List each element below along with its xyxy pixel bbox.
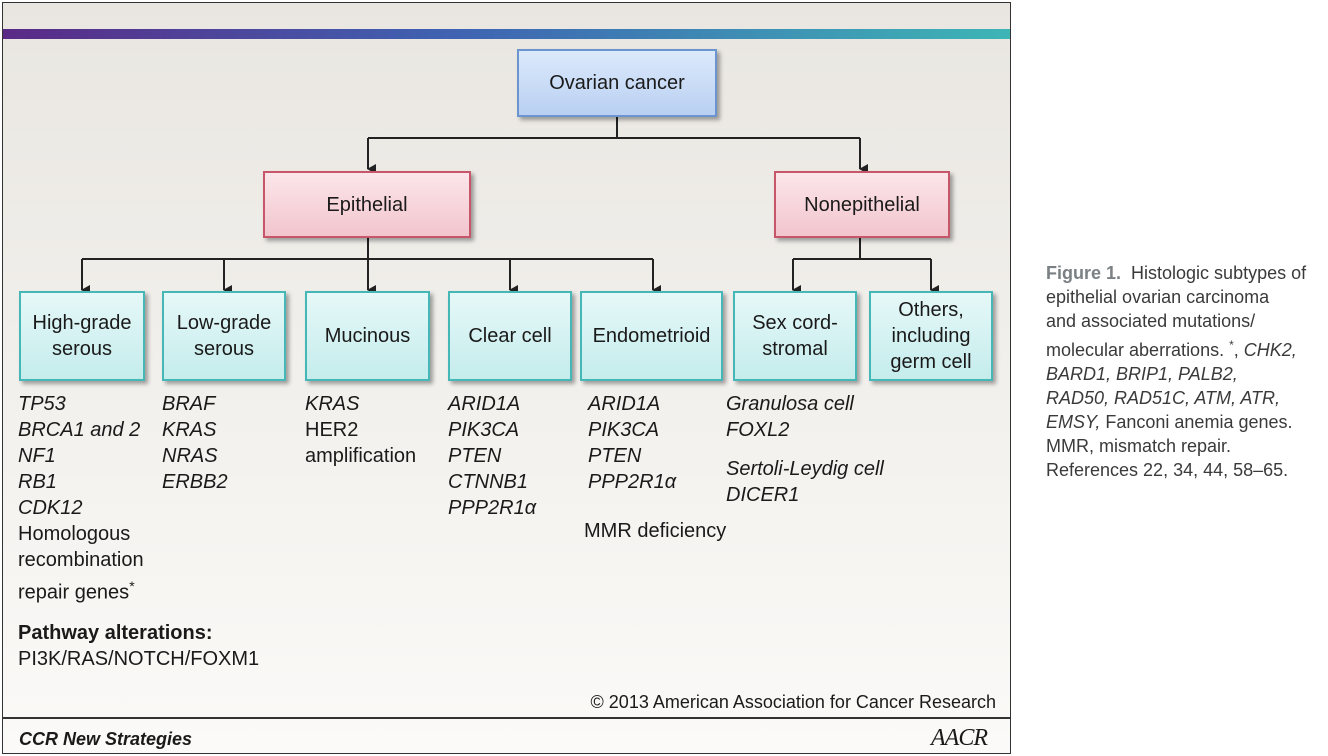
gene-list-endometrioid: ARID1A PIK3CA PTEN PPP2R1α <box>588 391 676 495</box>
gene-item: KRAS <box>305 393 360 415</box>
caption-text: epithelial ovarian carcinoma <box>1046 287 1270 307</box>
gene-item: amplification <box>305 445 417 467</box>
node-others-germ-cell: Others, including germ cell <box>869 291 993 381</box>
figure-panel: Ovarian cancer Epithelial Nonepithelial … <box>2 2 1011 754</box>
node-high-grade-serous: High-grade serous <box>19 291 145 381</box>
node-label: Endometrioid <box>592 325 711 347</box>
gene-item: PIK3CA <box>588 419 660 441</box>
gene-item: DICER1 <box>726 484 800 506</box>
top-color-bar <box>3 29 1010 39</box>
gene-item: PPP2R1α <box>588 471 677 493</box>
gene-item: TP53 <box>18 393 66 415</box>
gene-item: CDK12 <box>18 497 83 519</box>
caption-text: , <box>1233 340 1244 360</box>
node-label: Clear cell <box>468 325 552 347</box>
footnote-star: * <box>1229 338 1234 352</box>
node-label-line: stromal <box>762 338 828 360</box>
caption-gene: CHK2, <box>1243 340 1297 360</box>
node-label: Epithelial <box>326 193 408 216</box>
gene-item: RB1 <box>18 471 57 493</box>
caption-text: Histologic subtypes of <box>1131 263 1307 283</box>
gene-item: HER2 <box>305 419 359 441</box>
gene-item: recombination <box>18 549 144 571</box>
gene-item-text: repair genes <box>18 581 130 604</box>
node-label: Nonepithelial <box>804 193 920 216</box>
pathway-label: Pathway alterations: <box>18 621 213 644</box>
gene-item: KRAS <box>162 419 217 441</box>
node-low-grade-serous: Low-grade serous <box>162 291 286 381</box>
node-label-line: serous <box>51 338 112 360</box>
gene-list-high-grade-serous: TP53 BRCA1 and 2 NF1 RB1 CDK12 Homologou… <box>18 391 259 672</box>
node-nonepithelial: Nonepithelial <box>774 171 950 238</box>
gene-item: BRAF <box>162 393 216 415</box>
figure-caption: Figure 1. Histologic subtypes of epithel… <box>1046 261 1326 482</box>
node-mucinous: Mucinous <box>305 291 430 381</box>
connector-lines <box>81 117 939 295</box>
gene-item: FOXL2 <box>726 419 790 441</box>
gene-item: ARID1A <box>588 393 661 415</box>
node-label-line: Others, <box>898 299 964 321</box>
figure-label: Figure 1. <box>1046 263 1122 283</box>
node-label-line: including <box>891 325 971 347</box>
caption-text: MMR, mismatch repair. <box>1046 436 1232 456</box>
node-endometrioid: Endometrioid <box>580 291 723 381</box>
gene-item: Sertoli-Leydig cell <box>726 458 884 480</box>
gene-item: ARID1A <box>448 393 521 415</box>
footnote-star: * <box>129 578 135 594</box>
caption-text: Fanconi anemia genes. <box>1100 412 1293 432</box>
gene-item: PTEN <box>588 445 642 467</box>
gene-item-with-star: repair genes* <box>18 573 259 606</box>
gene-item: NF1 <box>18 445 56 467</box>
gene-item: ERBB2 <box>162 471 228 493</box>
node-label-line: germ cell <box>890 351 972 373</box>
caption-gene: BARD1, BRIP1, PALB2, <box>1046 364 1238 384</box>
gene-item: NRAS <box>162 445 218 467</box>
node-ovarian-cancer: Ovarian cancer <box>517 49 717 117</box>
gene-list-clear-cell: ARID1A PIK3CA PTEN CTNNB1 PPP2R1α <box>448 391 536 521</box>
gene-list-mucinous: KRAS HER2 amplification <box>305 391 416 469</box>
copyright-notice: © 2013 American Association for Cancer R… <box>590 692 996 712</box>
node-label-line: Low-grade <box>176 312 272 334</box>
node-label-line: High-grade <box>32 312 132 334</box>
mmr-deficiency: MMR deficiency <box>584 520 727 542</box>
node-sex-cord-stromal: Sex cord- stromal <box>733 291 857 381</box>
footer-divider <box>3 717 1010 719</box>
caption-text: molecular aberrations. <box>1046 340 1230 360</box>
aacr-logo: AACR <box>931 725 988 751</box>
gene-list-low-grade-serous: BRAF KRAS NRAS ERBB2 <box>162 391 228 495</box>
gene-item: PTEN <box>448 445 502 467</box>
caption-gene: EMSY, <box>1046 412 1101 432</box>
gene-item: PIK3CA <box>448 419 520 441</box>
gene-item: PPP2R1α <box>448 497 537 519</box>
gene-item: Granulosa cell <box>726 393 854 415</box>
node-label: Ovarian cancer <box>549 72 685 94</box>
pathway-value: PI3K/RAS/NOTCH/FOXM1 <box>18 647 260 670</box>
gene-list-sex-cord-stromal: Granulosa cell FOXL2 Sertoli-Leydig cell… <box>726 391 884 508</box>
caption-text: and associated mutations/ <box>1046 311 1256 331</box>
gene-item: Homologous <box>18 523 131 545</box>
node-epithelial: Epithelial <box>263 171 471 238</box>
gene-item: CTNNB1 <box>448 471 529 493</box>
node-label-line: serous <box>193 338 254 360</box>
journal-name: CCR New Strategies <box>19 729 193 749</box>
caption-text: References 22, 34, 44, 58–65. <box>1046 460 1289 480</box>
gene-item: BRCA1 and 2 <box>18 419 141 441</box>
node-label-line: Sex cord- <box>752 312 838 334</box>
node-clear-cell: Clear cell <box>448 291 572 381</box>
node-label: Mucinous <box>324 325 411 347</box>
caption-gene: RAD50, RAD51C, ATM, ATR, <box>1046 388 1281 408</box>
